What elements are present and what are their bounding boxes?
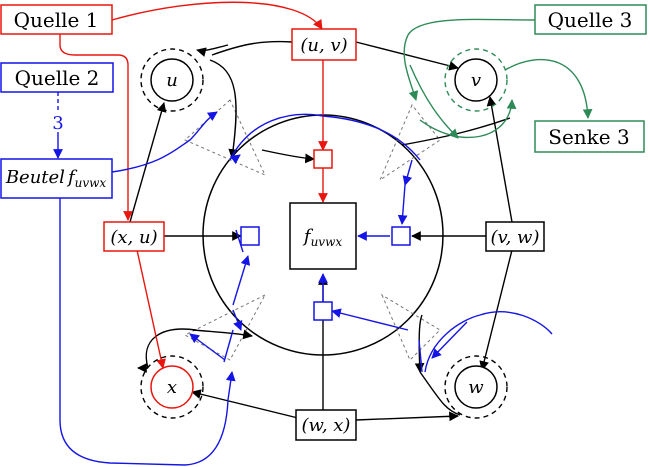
source3-paths [403,18,593,139]
source3-box [534,4,647,35]
source2-box [0,62,114,93]
sink3-box [534,120,645,153]
source3-label: Quelle 3 [548,8,633,32]
vertex-v [454,58,498,102]
edge-uv-box [291,28,357,61]
source1-paths [59,1,328,369]
vertex-w-gadget [444,355,508,419]
edge-vw-label: (v, w) [491,227,540,248]
edge-wx-box [295,409,357,441]
edge-xu-label: (x, u) [110,227,157,248]
edge-xu-box [103,221,165,252]
vertex-x-label: x [167,377,177,398]
graph-edges [129,40,513,422]
source1-label: Quelle 1 [14,8,99,32]
vertex-u-label: u [166,70,178,91]
source1-box [0,4,113,35]
source2-label: Quelle 2 [15,66,100,90]
gadget-square-bottom [313,301,333,321]
edge-vw-box [485,221,545,252]
sink3-label: Senke 3 [548,125,629,149]
center-box [289,202,357,270]
gadget-square-right [391,226,411,246]
bag-paths [53,92,553,466]
vertex-v-label: v [471,70,481,91]
vertex-w [454,365,498,409]
weight-label: 3 [52,113,63,134]
vertex-x-gadget [140,355,204,419]
gadget-square-top [313,149,333,169]
vertex-u [150,58,194,102]
bag-box [0,158,113,199]
vertex-x [150,365,194,409]
vertex-u-gadget [140,48,204,112]
vertex-w-label: w [468,377,484,398]
edge-wx-label: (w, x) [302,415,351,436]
edge-uv-label: (u, v) [300,35,347,56]
gadget-square-left [240,226,260,246]
vertex-v-gadget [444,48,508,112]
